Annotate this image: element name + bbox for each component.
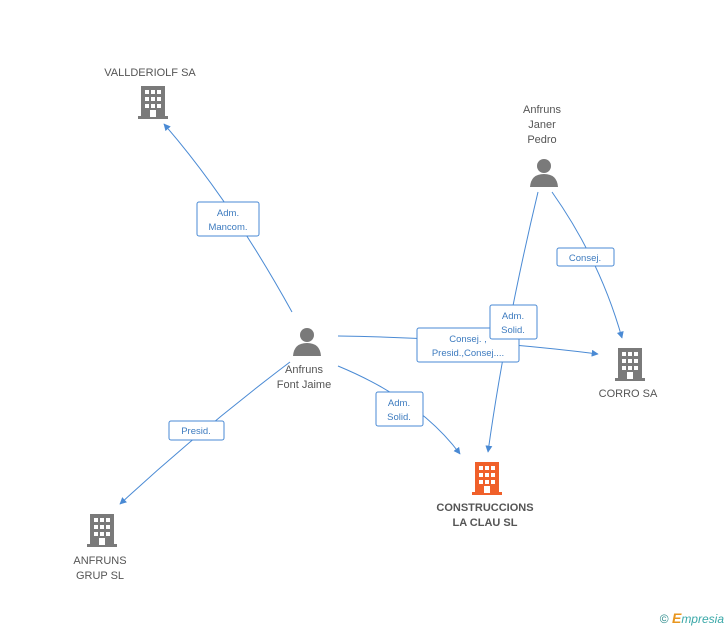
node-construccions-la-clau[interactable]: CONSTRUCCIONS LA CLAU SL xyxy=(436,462,534,529)
svg-text:Janer: Janer xyxy=(528,119,556,131)
svg-text:Anfruns: Anfruns xyxy=(285,364,323,376)
node-corro[interactable]: CORRO SA xyxy=(599,348,658,400)
svg-text:Anfruns: Anfruns xyxy=(523,104,561,116)
edge-label-adm-solid-font: Adm. Solid. xyxy=(375,391,424,427)
person-icon xyxy=(530,159,558,187)
edge-label-adm-mancom: Adm. Mancom. xyxy=(196,201,260,237)
svg-text:Consej. ,: Consej. , xyxy=(449,334,487,345)
svg-text:Presid.,Consej....: Presid.,Consej.... xyxy=(432,348,504,359)
brand-initial: E xyxy=(671,610,682,626)
building-icon xyxy=(87,514,117,547)
node-vallderiolf[interactable]: VALLDERIOLF SA xyxy=(104,67,196,119)
svg-text:Pedro: Pedro xyxy=(527,134,556,146)
empresia-watermark: © Empresia xyxy=(660,610,724,626)
svg-text:Adm.: Adm. xyxy=(502,311,524,322)
svg-text:Solid.: Solid. xyxy=(387,412,411,423)
building-icon xyxy=(615,348,645,381)
svg-text:VALLDERIOLF SA: VALLDERIOLF SA xyxy=(104,67,196,79)
node-anfruns-grup[interactable]: ANFRUNS GRUP SL xyxy=(73,514,127,582)
svg-text:Presid.: Presid. xyxy=(181,426,211,437)
svg-text:Adm.: Adm. xyxy=(388,398,410,409)
svg-text:LA CLAU SL: LA CLAU SL xyxy=(453,517,518,529)
svg-text:Mancom.: Mancom. xyxy=(208,222,247,233)
node-anfruns-janer-pedro[interactable]: Anfruns Janer Pedro xyxy=(523,104,561,187)
building-icon xyxy=(472,462,502,495)
svg-text:CONSTRUCCIONS: CONSTRUCCIONS xyxy=(436,502,533,514)
node-anfruns-font-jaime[interactable]: Anfruns Font Jaime xyxy=(277,328,331,391)
svg-text:Consej.: Consej. xyxy=(569,253,601,264)
person-icon xyxy=(293,328,321,356)
edge-label-consej-janer: Consej. xyxy=(556,247,615,267)
svg-text:Adm.: Adm. xyxy=(217,208,239,219)
building-icon xyxy=(138,86,168,119)
svg-text:ANFRUNS: ANFRUNS xyxy=(73,555,126,567)
svg-text:GRUP SL: GRUP SL xyxy=(76,570,124,582)
svg-text:CORRO SA: CORRO SA xyxy=(599,388,658,400)
brand-name: mpresia xyxy=(681,612,724,626)
svg-text:Font Jaime: Font Jaime xyxy=(277,379,331,391)
edge-label-adm-solid-janer: Adm. Solid. xyxy=(489,304,538,340)
copyright-symbol: © xyxy=(659,612,669,626)
edge-label-presid: Presid. xyxy=(168,420,225,441)
svg-text:Solid.: Solid. xyxy=(501,325,525,336)
